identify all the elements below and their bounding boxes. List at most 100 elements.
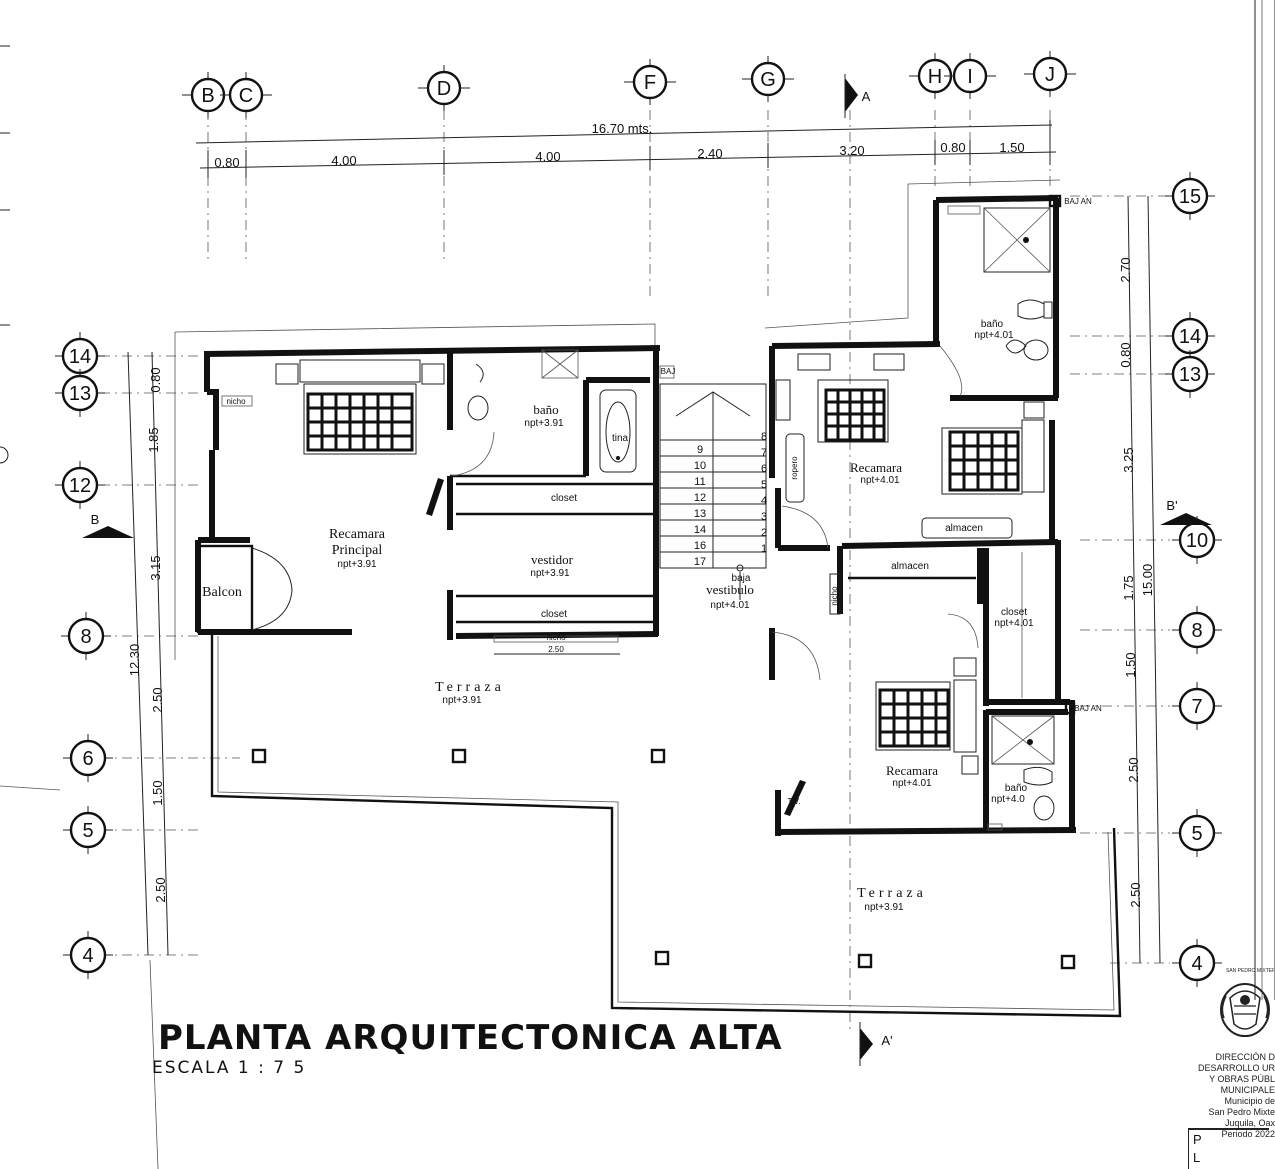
closet-bottom-label: closet (541, 609, 567, 620)
svg-text:11: 11 (694, 476, 705, 488)
bath-ne: baño npt+4.01 BAJ AN (939, 194, 1092, 397)
grid-bubble-b: B (182, 72, 234, 118)
svg-text:Recamara: Recamara (886, 763, 938, 778)
svg-text:ropero: ropero (790, 456, 799, 480)
svg-text:1.50: 1.50 (999, 140, 1024, 155)
bedroom-se: Recamara npt+4.01 T.V. (784, 657, 979, 816)
svg-text:npt+3.91: npt+3.91 (442, 695, 482, 706)
dimension-left: 0.80 1.85 3.15 2.50 1.50 2.50 12.30 (127, 351, 169, 956)
municipal-stamp: SAN PEDRO MIXTEPEC DIRECCIÓN D DESARROLL… (1180, 968, 1275, 1169)
almacen-se: almacen (891, 561, 929, 572)
svg-text:BAJ AN: BAJ AN (1074, 704, 1102, 713)
svg-text:1.50: 1.50 (1123, 652, 1138, 677)
svg-text:BAJ AN: BAJ AN (1064, 197, 1092, 206)
svg-text:4: 4 (82, 945, 93, 967)
svg-text:C: C (239, 85, 253, 107)
grid-bubble-row-5-left: 5 (63, 806, 113, 854)
stamp-header: SAN PEDRO MIXTEPEC (1226, 968, 1274, 974)
svg-text:8: 8 (1191, 620, 1202, 642)
svg-text:Recamara: Recamara (329, 527, 386, 542)
master-bath: tina baño npt+3.91 (451, 349, 637, 477)
svg-text:almacen: almacen (891, 561, 929, 572)
svg-text:3: 3 (761, 511, 767, 523)
svg-text:5: 5 (761, 479, 767, 491)
svg-text:nicho: nicho (546, 633, 566, 642)
grid-bubble-row-5-right: 5 (1172, 809, 1222, 857)
stamp-line: DESARROLLO UR (1197, 1063, 1275, 1073)
svg-text:13: 13 (69, 383, 91, 405)
svg-text:closet: closet (1001, 607, 1027, 618)
terrace-right-labels: Terraza npt+3.91 (857, 886, 927, 913)
section-mark-b-right: B' (1160, 498, 1212, 525)
plan-code-letter: P (1193, 1132, 1202, 1147)
section-mark-a-top: A (844, 74, 871, 118)
bedroom-ne: ropero Recamara npt+4.01 (775, 353, 1045, 549)
svg-text:B: B (91, 512, 100, 527)
svg-text:1.85: 1.85 (146, 427, 161, 452)
nicho-master: nicho (221, 395, 253, 407)
svg-text:npt+4.01: npt+4.01 (892, 778, 932, 789)
svg-text:14: 14 (1179, 326, 1201, 348)
drawing-title: PLANTA ARQUITECTONICA ALTA (158, 1018, 783, 1058)
svg-text:4.00: 4.00 (331, 153, 356, 168)
terrace-outline (174, 179, 1122, 1018)
grid-bubble-row-13-right: 13 (1165, 350, 1215, 398)
svg-text:10: 10 (694, 460, 706, 472)
stamp-line: Juquila, Oax (1224, 1118, 1275, 1128)
svg-text:13: 13 (1179, 364, 1201, 386)
svg-text:2.50: 2.50 (153, 877, 168, 902)
svg-text:0.80: 0.80 (1118, 342, 1133, 367)
svg-text:0.80: 0.80 (940, 140, 965, 155)
tv-master (426, 478, 444, 516)
master-bed (275, 359, 445, 455)
svg-text:baño: baño (533, 402, 558, 417)
grid-bubble-row-12-left: 12 (55, 461, 105, 509)
svg-text:1.75: 1.75 (1121, 575, 1136, 600)
svg-text:2.50: 2.50 (1128, 882, 1143, 907)
municipal-seal-icon (1220, 983, 1270, 1037)
svg-text:6: 6 (761, 463, 767, 475)
svg-text:npt+4.01: npt+4.01 (860, 475, 900, 486)
master-bedroom-labels: Recamara Principal npt+3.91 (329, 527, 386, 570)
svg-text:vestidor: vestidor (531, 552, 574, 567)
svg-text:npt+4.0: npt+4.0 (991, 794, 1025, 805)
section-mark-a-bottom: A' (859, 1022, 893, 1066)
svg-text:closet: closet (551, 493, 577, 504)
svg-text:A: A (862, 89, 871, 104)
almacen-ne: almacen (921, 517, 1013, 539)
dimension-top: 16.70 mts. 0.80 4.00 4.00 2.40 3.20 0.80… (195, 120, 1057, 178)
scan-smudge (0, 785, 61, 791)
grid-bubble-row-14-left: 14 (55, 332, 105, 380)
svg-text:17: 17 (694, 556, 706, 568)
svg-text:D: D (437, 78, 451, 100)
grid-bubble-row-13-left: 13 (55, 369, 105, 417)
nicho-terrace: nicho 2.50 (493, 633, 620, 655)
svg-text:2.50: 2.50 (150, 687, 165, 712)
drawing-scale: ESCALA 1 : 7 5 (152, 1058, 307, 1078)
svg-text:closet: closet (541, 609, 567, 620)
svg-text:14: 14 (694, 524, 706, 536)
stair: 9 10 11 12 13 14 16 17 8 7 6 5 4 3 2 1 b… (659, 383, 767, 600)
svg-text:Balcon: Balcon (202, 585, 242, 600)
svg-text:Terraza: Terraza (857, 886, 927, 901)
grid-bubble-d: D (418, 65, 470, 111)
svg-text:vestibulo: vestibulo (706, 582, 754, 597)
svg-text:B: B (201, 85, 214, 107)
svg-text:12.30: 12.30 (127, 644, 142, 677)
svg-text:10: 10 (1186, 530, 1208, 552)
svg-text:A': A' (881, 1033, 892, 1048)
svg-text:7: 7 (761, 447, 767, 459)
vestibulo-door: nicho (771, 573, 841, 681)
svg-text:6: 6 (82, 748, 93, 770)
svg-text:Principal: Principal (332, 543, 383, 558)
vestibulo-labels: vestibulo npt+4.01 (706, 582, 754, 611)
svg-text:npt+3.91: npt+3.91 (524, 418, 564, 429)
stamp-line: Y OBRAS PÚBL (1209, 1074, 1275, 1084)
grid-axis-lines (100, 110, 1170, 1030)
grid-bubble-h: H (909, 53, 961, 99)
svg-text:npt+4.01: npt+4.01 (710, 600, 750, 611)
plan-code-box: P L (1188, 1128, 1269, 1169)
svg-text:npt+3.91: npt+3.91 (864, 902, 904, 913)
